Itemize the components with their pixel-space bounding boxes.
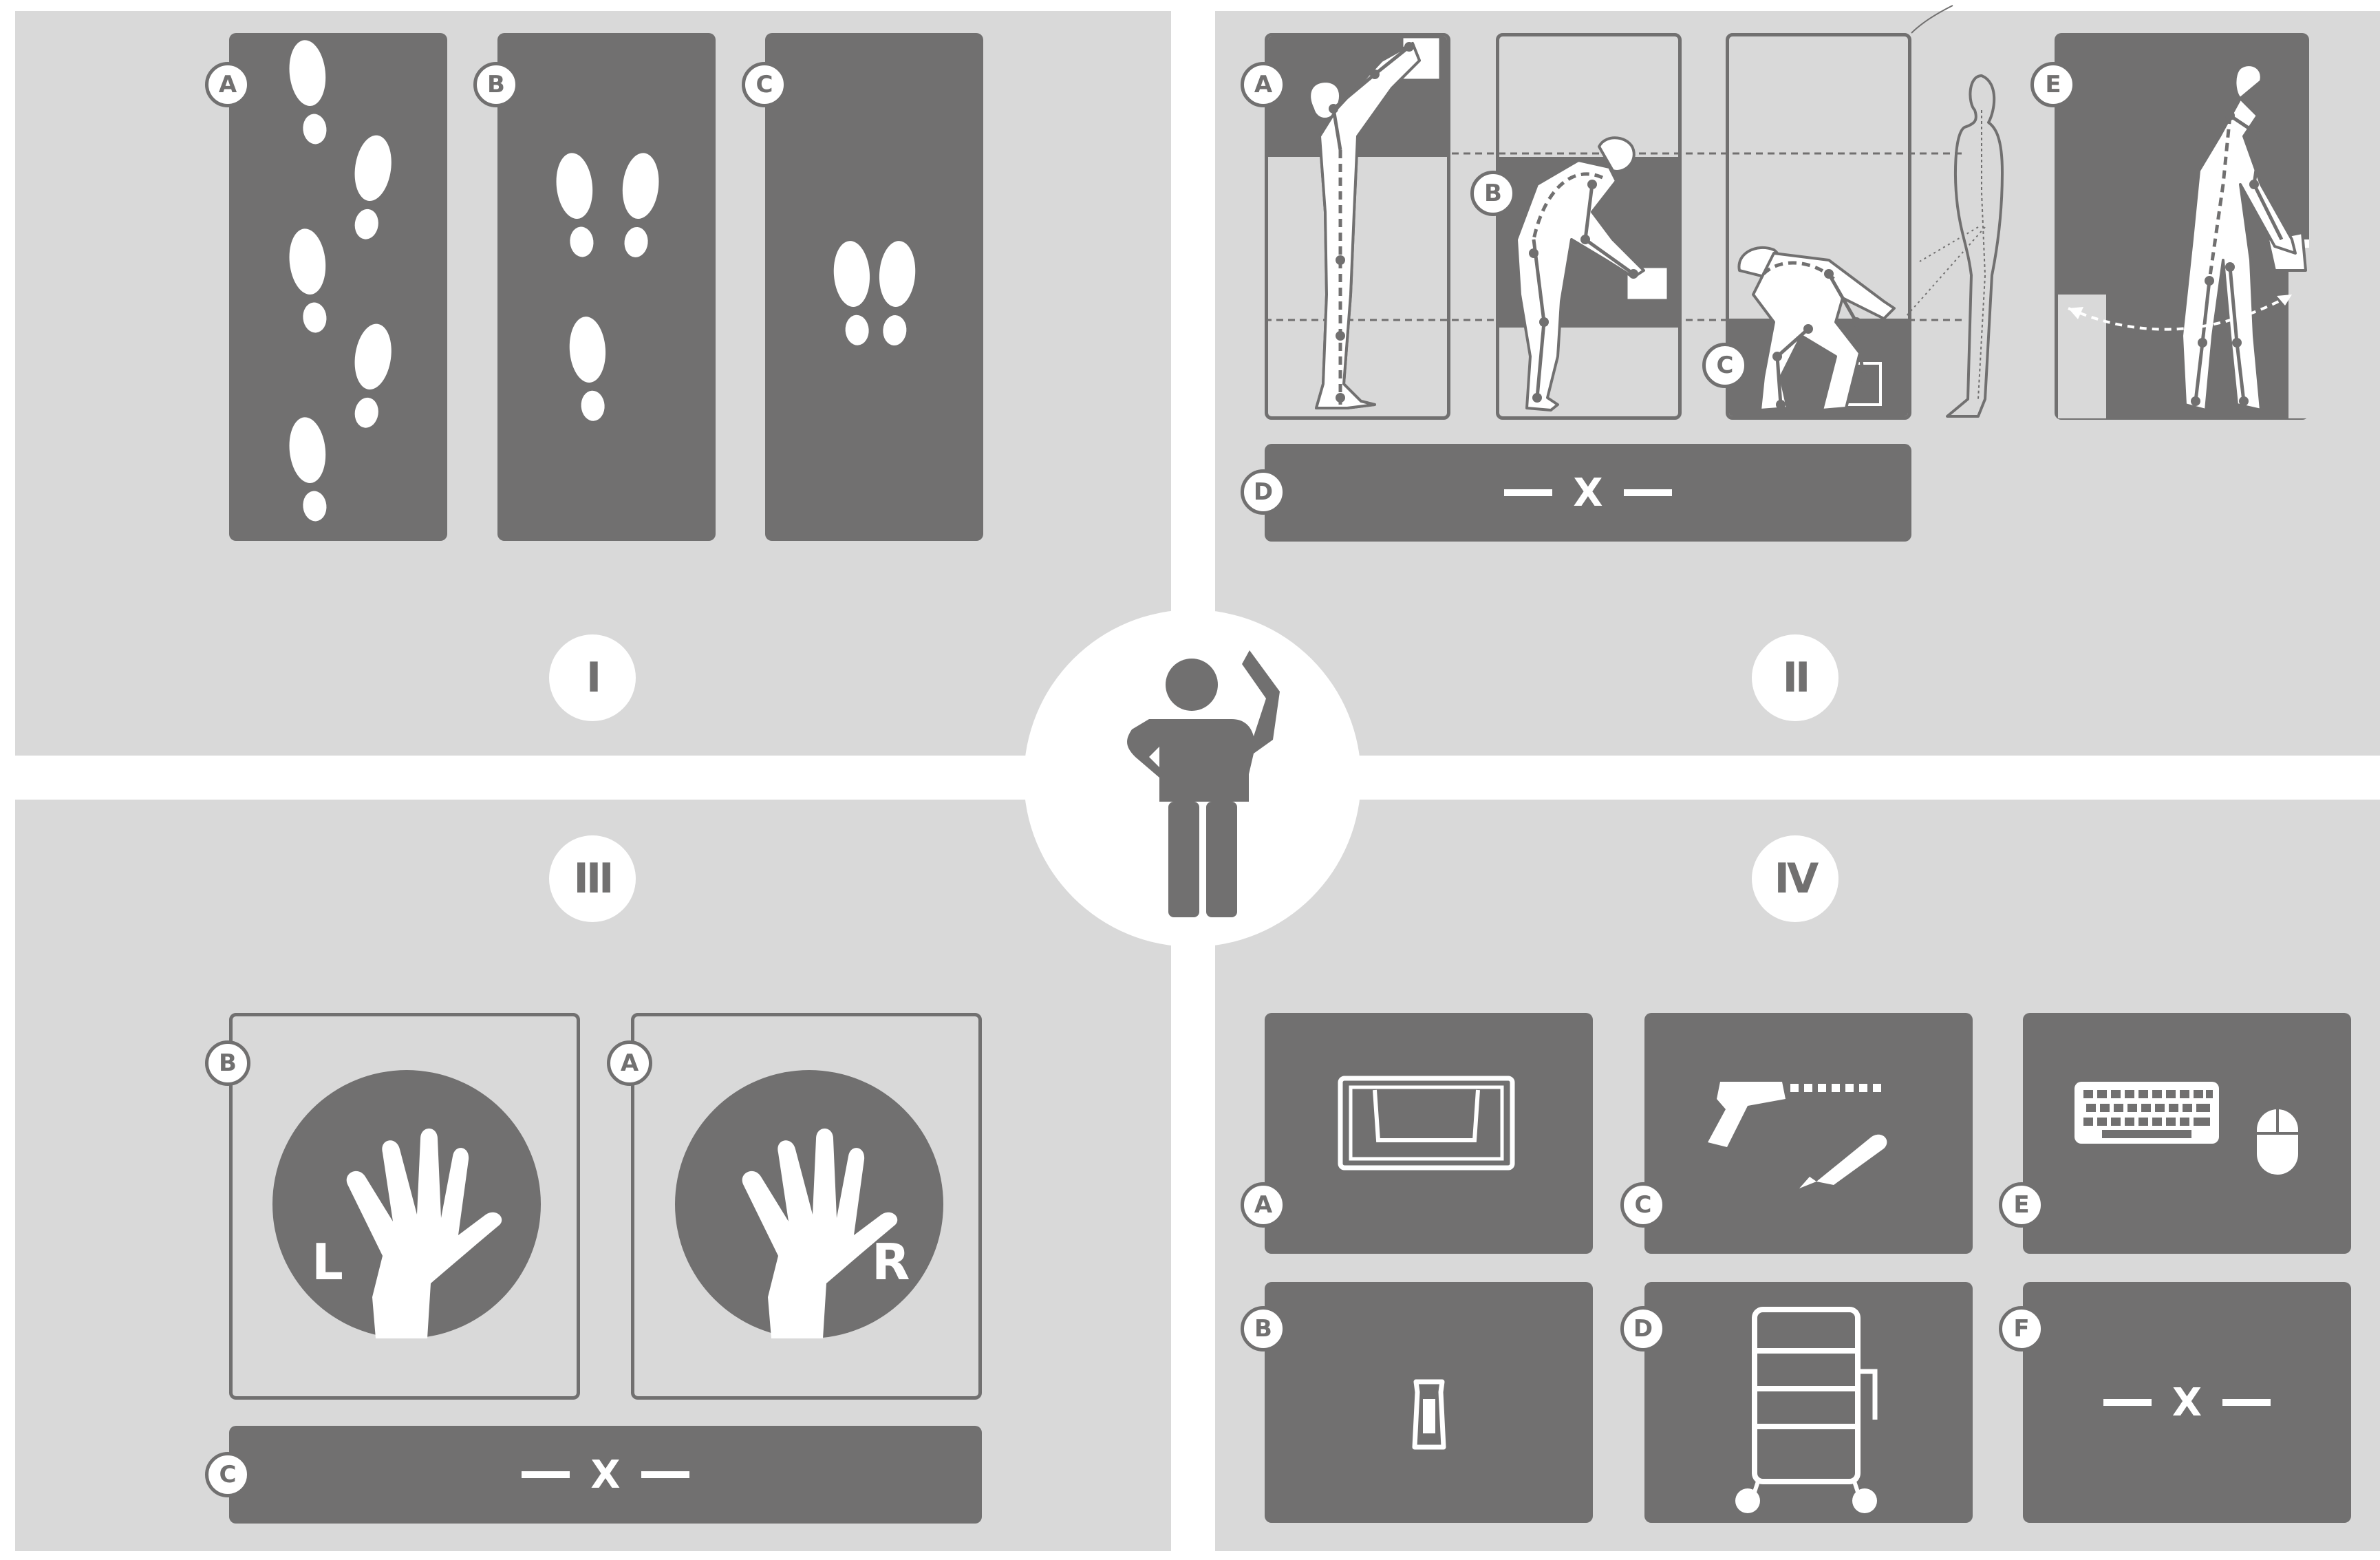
dash-right — [2222, 1399, 2271, 1406]
scanner-and-cutter-icon — [1708, 1082, 1887, 1188]
label-II-B: B — [1470, 171, 1516, 216]
label-III-A: A — [607, 1040, 652, 1086]
label-IV-F: F — [1999, 1306, 2044, 1351]
label-II-D: D — [1241, 469, 1286, 515]
numeral-I: I — [549, 634, 636, 721]
label-IV-B: B — [1241, 1306, 1286, 1351]
numeral-II: II — [1752, 634, 1838, 721]
panel-I-B — [497, 33, 716, 541]
bending-posture-icon — [1515, 136, 1669, 412]
label-II-A: A — [1241, 62, 1286, 107]
label-IV-D: D — [1620, 1306, 1666, 1351]
dash-right — [641, 1471, 689, 1478]
panel-IV-F-text: X — [2172, 1380, 2202, 1425]
panel-IV-A — [1265, 1013, 1593, 1254]
bar-III-C: X — [229, 1426, 982, 1524]
trolley-cart-icon — [1735, 1307, 1878, 1513]
dash-right — [1623, 489, 1672, 496]
label-I-C: C — [742, 62, 787, 107]
side-profile-figure-icon — [1905, 74, 2004, 418]
bar-III-C-text: X — [590, 1452, 621, 1497]
hand-letter-L: L — [312, 1233, 343, 1291]
reaching-overhead-posture-icon — [1308, 36, 1441, 409]
dash-left — [2103, 1399, 2152, 1406]
right-hand-icon — [675, 1070, 943, 1338]
left-hand-icon — [272, 1070, 541, 1338]
label-III-C: C — [205, 1452, 250, 1497]
person-thinking-icon — [1127, 650, 1280, 917]
label-I-A: A — [205, 62, 250, 107]
panel-IV-C — [1644, 1013, 1973, 1254]
label-II-E: E — [2030, 62, 2076, 107]
keyboard-and-mouse-icon — [2075, 1082, 2298, 1175]
panel-IV-F: X — [2023, 1282, 2351, 1523]
standing-footprints-icon — [831, 239, 918, 347]
stepping-footprints-icon — [553, 151, 663, 423]
numeral-IV: IV — [1752, 835, 1838, 922]
tray-container-icon — [1338, 1076, 1515, 1171]
bar-II-D: X — [1265, 444, 1911, 542]
label-IV-E: E — [1999, 1182, 2044, 1228]
dash-left — [522, 1471, 570, 1478]
label-IV-C: C — [1620, 1182, 1666, 1228]
label-II-C: C — [1702, 343, 1748, 388]
bar-II-D-text: X — [1573, 470, 1603, 515]
panel-I-A — [229, 33, 447, 541]
label-I-B: B — [473, 62, 519, 107]
numeral-III: III — [549, 835, 636, 922]
hand-letter-R: R — [872, 1233, 910, 1291]
label-III-B: B — [205, 1040, 250, 1086]
dash-left — [1504, 489, 1553, 496]
panel-I-C — [765, 33, 983, 541]
squatting-posture-icon — [1737, 246, 1896, 412]
label-IV-A: A — [1241, 1182, 1286, 1228]
twisting-posture-icon — [2058, 63, 2309, 418]
walking-footprints-icon — [286, 38, 396, 524]
small-handheld-device-icon — [1412, 1379, 1446, 1450]
